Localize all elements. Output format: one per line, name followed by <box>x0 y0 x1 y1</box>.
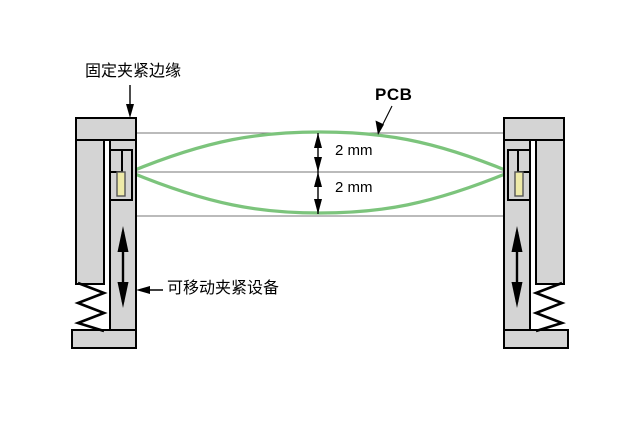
right-motion-arrow <box>511 226 523 308</box>
left-clamp-upper-lip <box>109 149 123 173</box>
pcb-leader <box>375 105 393 135</box>
pcb-curve-lower <box>128 170 512 215</box>
dimension-arrow-top <box>314 133 322 172</box>
left-coil-spring <box>74 281 108 333</box>
label-dimension-bottom: 2 mm <box>335 179 373 196</box>
left-pcb-insert <box>116 171 126 197</box>
label-fixed-clamp-edge: 固定夹紧边缘 <box>85 63 182 80</box>
label-movable-clamp-device: 可移动夹紧设备 <box>167 280 280 297</box>
dimension-arrow-bottom <box>314 172 322 214</box>
label-pcb: PCB <box>375 85 413 104</box>
right-outer-column <box>535 136 565 285</box>
left-top-cap <box>75 117 137 141</box>
label-dimension-top: 2 mm <box>335 142 373 159</box>
left-base-plate <box>71 329 137 349</box>
right-clamp-upper-lip <box>517 149 531 173</box>
pcb-curve-upper <box>128 130 512 174</box>
reference-lines <box>136 132 513 217</box>
right-top-cap <box>503 117 565 141</box>
pcb-curves <box>128 130 512 215</box>
right-pcb-insert <box>514 171 524 197</box>
left-outer-column <box>75 136 105 285</box>
right-base-plate <box>503 329 569 349</box>
left-motion-arrow <box>117 226 129 308</box>
movable-clamp-leader <box>136 286 163 294</box>
fixed-clamp-edge-leader <box>126 85 134 118</box>
right-coil-spring <box>532 281 566 333</box>
